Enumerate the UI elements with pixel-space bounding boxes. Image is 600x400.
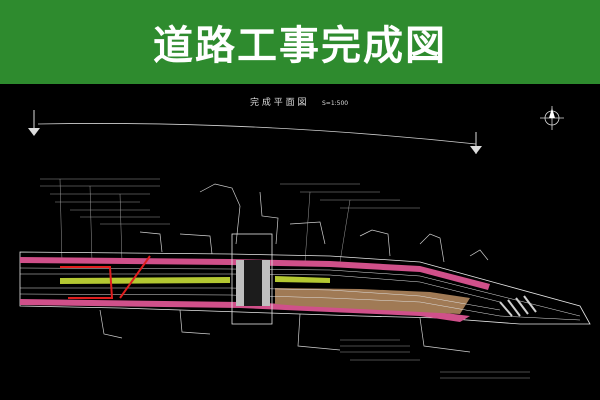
paving-area [275,288,470,314]
crosswalk-east [499,295,537,317]
drawing-title: 完 成 平 面 図 [250,96,306,108]
road-outline [19,251,591,325]
cross-street [231,233,273,325]
left-reference-mark [28,110,40,136]
right-reference-mark [470,132,482,154]
red-marking-lines [60,255,151,299]
road-pink-band-lower [20,299,470,322]
median-strip [60,277,230,284]
building-outlines [139,183,489,263]
south-building-outlines [99,309,471,353]
median-strip-east [275,276,330,283]
title-banner: 道路工事完成図 [0,0,600,84]
north-arrow-icon [540,106,564,130]
south-annotation-leaders [340,339,530,379]
drawing-scale: S=1:500 [322,100,348,107]
lane-lines [19,267,581,321]
cad-plan-drawing: 完 成 平 面 図 S=1:500 [0,84,600,400]
road-pink-band-upper [20,257,490,290]
banner-title: 道路工事完成図 [153,23,447,69]
annotation-leaders [40,178,420,263]
overall-dimension-line [37,123,477,145]
